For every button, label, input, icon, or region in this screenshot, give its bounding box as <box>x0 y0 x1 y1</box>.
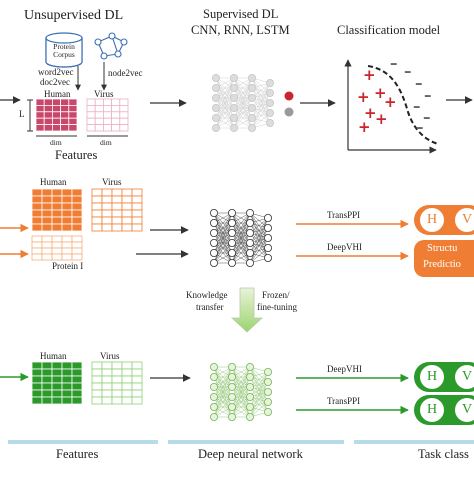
fine-tuned-neural-network <box>209 362 272 421</box>
scatter-plus-marker: + <box>357 88 370 106</box>
scatter-plus-marker: + <box>358 118 371 136</box>
knowledge-transfer-artwork <box>230 287 264 333</box>
structure-prediction-box <box>414 240 474 277</box>
human-feature-matrix-orange <box>31 188 83 232</box>
deep-neural-network-main <box>209 208 272 267</box>
deepvhi-label-row3: DeepVHI <box>327 364 362 374</box>
L-label: L <box>19 109 25 119</box>
scatter-plus-marker: + <box>363 66 376 84</box>
structure-prediction-line2: Predictio <box>423 259 461 270</box>
transppi-label-row3: TransPPI <box>327 396 361 406</box>
scatter-plus-marker: + <box>375 110 388 128</box>
virus-label-row3: Virus <box>100 351 120 361</box>
network-graph-icon <box>94 32 128 60</box>
v-badge-row2: V <box>455 208 474 232</box>
h-badge-row3-bottom: H <box>420 398 444 422</box>
transppi-label-row2: TransPPI <box>327 210 361 220</box>
scatter-minus-marker: – <box>423 108 431 126</box>
dim-label-virus: dim <box>100 138 112 147</box>
row2-artwork <box>0 188 409 267</box>
transfer-down-arrow <box>230 287 264 333</box>
human-label-row2: Human <box>40 177 67 187</box>
footer-features-label: Features <box>56 447 99 461</box>
classification-model-title: Classification model <box>337 23 441 37</box>
frozen-fine-tuning-line2: fine-tuning <box>257 302 297 312</box>
knowledge-transfer-line2: transfer <box>196 302 224 312</box>
virus-label-row2: Virus <box>102 177 122 187</box>
h-badge-row2: H <box>420 208 444 232</box>
node2vec-label: node2vec <box>108 68 143 78</box>
row1-artwork <box>0 32 473 154</box>
output-node-red <box>284 91 294 101</box>
scatter-minus-marker: – <box>390 54 398 72</box>
scatter-minus-marker: – <box>416 118 424 136</box>
supervised-dl-models: CNN, RNN, LSTM <box>191 23 290 37</box>
h-badge-row3-top: H <box>420 365 444 389</box>
scatter-plus-marker: + <box>384 93 397 111</box>
classification-scatter-plot <box>344 59 439 154</box>
human-feature-matrix <box>35 98 78 132</box>
knowledge-transfer-line1: Knowledge <box>186 290 228 300</box>
dnn-footer-bar <box>168 440 344 444</box>
row3-artwork <box>0 361 409 421</box>
virus-feature-matrix-green <box>91 361 143 405</box>
task-footer-bar <box>354 440 474 444</box>
protein-corpus-icon <box>45 32 83 68</box>
frozen-fine-tuning-line1: Frozen/ <box>262 290 290 300</box>
human-feature-matrix-green <box>31 361 83 405</box>
features-footer-bar <box>8 440 158 444</box>
v-badge-row3-bottom: V <box>455 398 474 422</box>
unsupervised-dl-title: Unsupervised DL <box>24 8 124 23</box>
footer-deep-nn-label: Deep neural network <box>198 447 303 461</box>
protein-corpus-label: Protein Corpus <box>53 42 75 59</box>
protein-i-label: Protein I <box>52 261 84 271</box>
scatter-minus-marker: – <box>424 86 432 104</box>
footer-task-label: Task class <box>418 447 469 461</box>
virus-feature-matrix-orange <box>91 188 143 232</box>
doc2vec-label: doc2vec <box>40 77 70 87</box>
features-label-row1: Features <box>55 148 98 162</box>
scatter-plus-marker: + <box>364 104 377 122</box>
scatter-minus-marker: – <box>404 62 412 80</box>
supervised-neural-network <box>211 74 274 133</box>
protein-i-feature-matrix <box>31 235 83 261</box>
scatter-minus-marker: – <box>415 74 423 92</box>
word2vec-label: word2vec <box>38 67 74 77</box>
supervised-dl-title: Supervised DL <box>203 7 279 21</box>
v-badge-row3-top: V <box>455 365 474 389</box>
virus-label-row1: Virus <box>94 89 114 99</box>
human-label-row3: Human <box>40 351 67 361</box>
deepvhi-label-row2: DeepVHI <box>327 242 362 252</box>
human-label-row1: Human <box>44 89 71 99</box>
scatter-plus-marker: + <box>374 84 387 102</box>
output-node-gray <box>284 107 294 117</box>
virus-feature-matrix <box>86 98 129 132</box>
structure-prediction-line1: Structu <box>427 243 458 254</box>
scatter-minus-marker: – <box>413 97 421 115</box>
dim-label-human: dim <box>50 138 62 147</box>
